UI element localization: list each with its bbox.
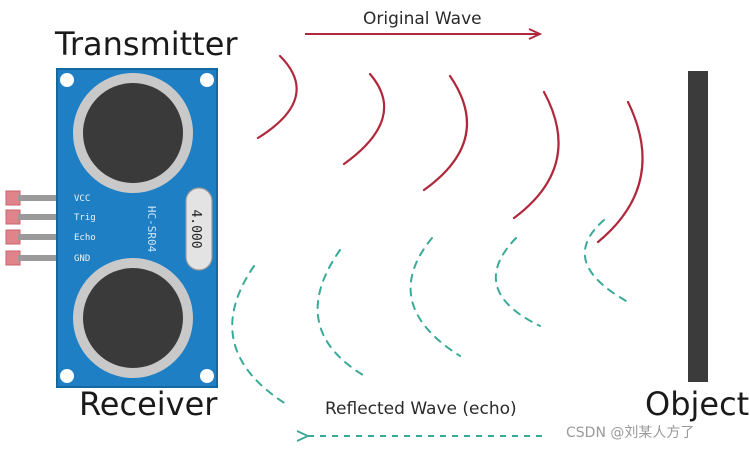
sensor-board: 4.000 HC-SR04 VCC Trig Echo GND bbox=[56, 68, 218, 388]
reflected-wave-arc bbox=[494, 237, 541, 327]
transmitter-label: Transmitter bbox=[55, 25, 238, 63]
pin-label-vcc: VCC bbox=[74, 194, 90, 204]
reflected-wave-label: Reflected Wave (echo) bbox=[325, 399, 517, 419]
reflected-wave-arc bbox=[231, 265, 287, 405]
reflected-wave-arc bbox=[583, 219, 629, 303]
reflected-wave-arc bbox=[409, 237, 461, 357]
transmitter-transducer bbox=[73, 73, 193, 193]
receiver-label: Receiver bbox=[79, 385, 218, 423]
pin-label-gnd: GND bbox=[74, 254, 90, 264]
watermark: CSDN @刘某人方了 bbox=[566, 425, 695, 441]
reflected-wave-arcs bbox=[231, 219, 629, 405]
reflected-wave-arc bbox=[316, 249, 369, 379]
original-wave-arc bbox=[596, 100, 644, 244]
crystal-oscillator: 4.000 bbox=[185, 187, 213, 271]
sensor-model-label: HC-SR04 bbox=[145, 206, 158, 253]
crystal-label: 4.000 bbox=[188, 209, 203, 248]
pin-label-echo: Echo bbox=[74, 233, 96, 243]
original-wave-label: Original Wave bbox=[363, 9, 482, 29]
receiver-transducer bbox=[73, 258, 193, 378]
mount-hole-top-right bbox=[200, 73, 214, 87]
pin-label-trig: Trig bbox=[74, 213, 96, 223]
object-wall bbox=[688, 71, 708, 382]
original-wave-arc bbox=[342, 72, 386, 166]
mount-hole-top-left bbox=[60, 73, 74, 87]
mount-hole-bottom-left bbox=[60, 369, 74, 383]
object-label: Object bbox=[645, 385, 750, 423]
original-wave-arcs bbox=[256, 54, 644, 244]
original-wave-arc bbox=[256, 54, 298, 140]
original-wave-arc bbox=[422, 74, 469, 192]
original-wave-arc bbox=[512, 90, 560, 220]
mount-hole-bottom-right bbox=[200, 369, 214, 383]
